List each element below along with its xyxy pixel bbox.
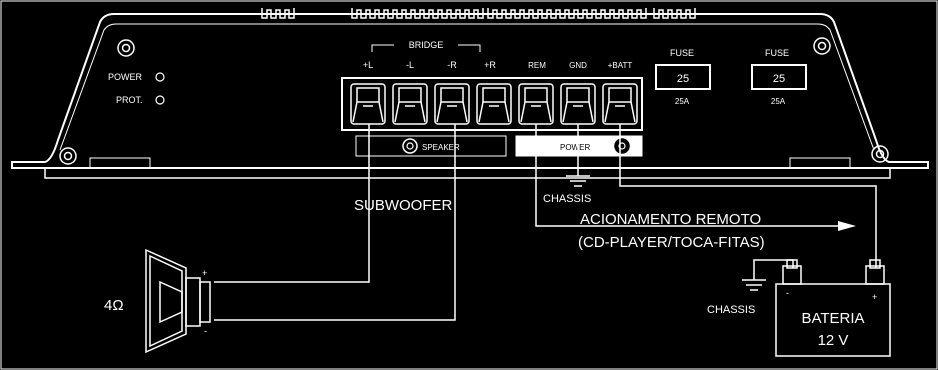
fuse-rating-1: 25A xyxy=(675,97,690,106)
terminal-label-neg-r: -R xyxy=(447,60,457,70)
terminal-block xyxy=(341,77,643,131)
chassis-label-battery: CHASSIS xyxy=(707,304,755,316)
ground-icon xyxy=(742,279,766,291)
speaker-wire-positive xyxy=(214,124,370,283)
amplifier-body xyxy=(11,13,929,169)
remote-wire xyxy=(535,124,838,227)
terminal-label-pos-r: +R xyxy=(484,60,496,70)
battery-icon xyxy=(775,259,891,357)
battery-label: BATERIA xyxy=(801,310,864,327)
amplifier-base xyxy=(44,168,891,179)
speaker-panel xyxy=(355,135,507,157)
bridge-label: BRIDGE xyxy=(409,40,444,50)
wires xyxy=(214,124,877,321)
remote-label-line1: ACIONAMENTO REMOTO xyxy=(580,211,761,228)
terminal-label-pos-l: +L xyxy=(363,60,373,70)
remote-label-line2: (CD-PLAYER/TOCA-FITAS) xyxy=(578,234,765,251)
fuse-2 xyxy=(751,64,807,90)
screw-icon xyxy=(813,37,831,55)
gear-icon xyxy=(402,138,418,154)
foot-left xyxy=(89,157,151,169)
fuse-value-2: 25 xyxy=(773,73,785,85)
battery-minus-label: - xyxy=(786,288,789,298)
power-led-icon xyxy=(155,72,165,82)
prot-led-icon xyxy=(155,95,165,105)
terminal-label-neg-l: -L xyxy=(406,60,414,70)
subwoofer-label: SUBWOOFER xyxy=(354,197,453,214)
chassis-label-amp: CHASSIS xyxy=(543,193,591,205)
fuse-1 xyxy=(655,64,711,90)
speaker-wire-negative xyxy=(214,124,456,321)
impedance-label: 4Ω xyxy=(104,297,124,314)
fuse-label-2: FUSE xyxy=(765,48,789,58)
battery-plus-label: + xyxy=(872,292,877,302)
battery-wire xyxy=(619,124,877,268)
terminal-label-gnd: GND xyxy=(569,61,587,70)
heatsink-fins xyxy=(261,8,696,19)
ground-icon xyxy=(566,175,590,187)
arrow-icon xyxy=(838,221,856,231)
power-panel xyxy=(515,135,643,157)
battery-ground-wire xyxy=(753,259,794,280)
subwoofer-speaker-icon xyxy=(145,248,211,354)
bridge-bracket xyxy=(371,44,481,52)
fuse-label-1: FUSE xyxy=(670,48,694,58)
foot-right xyxy=(789,157,851,169)
screw-icon xyxy=(59,147,77,165)
speaker-minus-label: - xyxy=(204,326,207,336)
speaker-panel-label: SPEAKER xyxy=(422,143,460,152)
terminal-row xyxy=(350,83,638,125)
fuse-rating-2: 25A xyxy=(771,97,786,106)
terminal-label-batt: +BATT xyxy=(608,61,633,70)
prot-led-label: PROT. xyxy=(116,95,143,105)
battery-voltage: 12 V xyxy=(818,332,849,349)
gear-icon xyxy=(614,138,630,154)
terminal-label-rem: REM xyxy=(528,61,546,70)
speaker-plus-label: + xyxy=(202,268,207,278)
screw-icon xyxy=(871,145,889,163)
power-led-label: POWER xyxy=(108,72,143,82)
fuse-value-1: 25 xyxy=(677,73,689,85)
screw-icon xyxy=(117,39,135,57)
power-panel-label: POWER xyxy=(560,143,590,152)
amplifier-bezel xyxy=(59,23,875,151)
